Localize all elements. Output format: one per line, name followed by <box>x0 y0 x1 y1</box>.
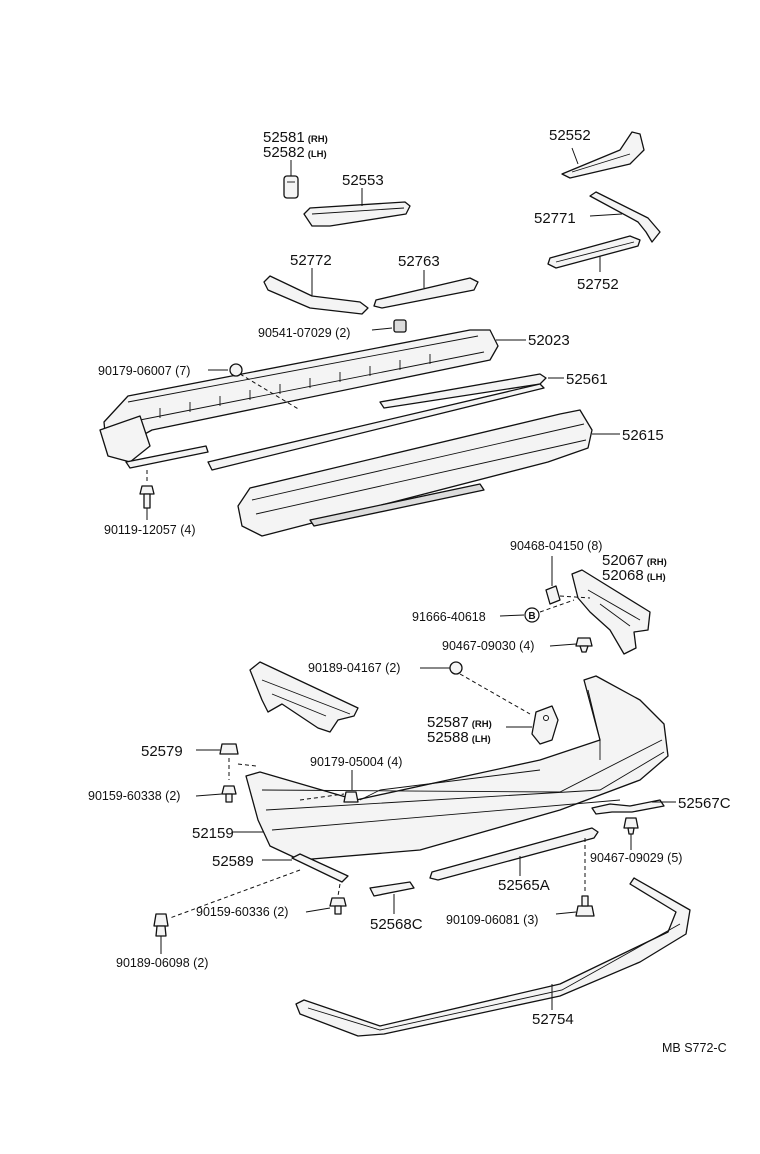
part-52159-bumper <box>245 675 669 861</box>
diagram-code: MB S772-C <box>662 1041 727 1055</box>
label-90109: 90109-06081 (3) <box>446 913 538 927</box>
label-52159: 52159 <box>192 825 234 842</box>
label-90468: 90468-04150 (8) <box>510 539 602 553</box>
leader-52589-dash <box>169 869 301 919</box>
label-52553: 52553 <box>342 172 384 189</box>
label-52588: 52588(LH) <box>427 729 491 746</box>
label-52561: 52561 <box>566 371 608 388</box>
part-52763-strip <box>373 277 479 309</box>
leader-91666-dash <box>539 599 575 613</box>
leader-90189a-dash <box>459 673 531 715</box>
part-90467b-clip <box>623 817 639 835</box>
part-91666-ref-marker: B <box>524 607 540 623</box>
label-52068: 52068(LH) <box>602 567 666 584</box>
label-90467a: 90467-09030 (4) <box>442 639 534 653</box>
part-90159b-bolt <box>329 897 347 915</box>
label-52771: 52771 <box>534 210 576 227</box>
part-52772-molding <box>263 275 369 315</box>
label-52582: 52582(LH) <box>263 144 327 161</box>
part-90189b-clip <box>153 913 169 937</box>
label-90541: 90541-07029 (2) <box>258 326 350 340</box>
label-52754: 52754 <box>532 1011 574 1028</box>
part-52615-cover <box>237 409 593 537</box>
ref-marker-b: B <box>528 611 535 622</box>
part-52581-cap <box>283 175 299 199</box>
leader-90467a <box>549 643 577 647</box>
part-52561-strip <box>379 373 547 409</box>
part-90179a-nut <box>229 363 243 377</box>
label-52763: 52763 <box>398 253 440 270</box>
label-90189b: 90189-06098 (2) <box>116 956 208 970</box>
label-52589: 52589 <box>212 853 254 870</box>
leader-90468-dash <box>559 595 591 599</box>
label-90159a: 90159-60338 (2) <box>88 789 180 803</box>
label-52579: 52579 <box>141 743 183 760</box>
leader-91666 <box>499 614 525 617</box>
part-90119-bolt <box>139 485 155 509</box>
part-52552-corner <box>561 131 645 179</box>
part-90109-bolt <box>575 895 595 917</box>
leader-52579-dash <box>237 763 257 767</box>
part-90189a-nut <box>449 661 463 675</box>
part-52553-molding <box>303 201 411 227</box>
label-52568c: 52568C <box>370 916 423 933</box>
label-90119: 90119-12057 (4) <box>104 523 196 537</box>
label-52772: 52772 <box>290 252 332 269</box>
part-52568c-plate <box>369 881 415 897</box>
leader-90109 <box>555 911 577 915</box>
label-52023: 52023 <box>528 332 570 349</box>
part-52589-plate <box>291 853 349 883</box>
part-52587-bracket <box>531 705 559 745</box>
callout-labels: 52581(RH) 52582(LH) 52553 52552 52771 52… <box>88 127 731 1055</box>
label-52565a: 52565A <box>498 877 550 894</box>
part-90159a-bolt <box>221 785 237 803</box>
part-52579-nut <box>219 743 239 755</box>
part-90541-clip <box>393 319 407 333</box>
label-90189a: 90189-04167 (2) <box>308 661 400 675</box>
label-52567c: 52567C <box>678 795 731 812</box>
leader-90179b-dash <box>299 793 345 801</box>
leader-90179a-dash <box>239 373 301 411</box>
part-90179b-nut <box>343 791 359 803</box>
leader-52552 <box>571 147 579 165</box>
part-left-bracket <box>249 661 359 733</box>
part-52754-molding <box>295 877 691 1037</box>
part-52023-reinforcement <box>99 329 499 463</box>
leader-90541 <box>371 327 393 331</box>
part-52067-bracket <box>571 569 651 655</box>
part-90468-clip <box>545 585 561 605</box>
label-52581: 52581(RH) <box>263 129 328 146</box>
leader-52771 <box>589 213 623 217</box>
label-91666: 91666-40618 <box>412 610 486 624</box>
label-52615: 52615 <box>622 427 664 444</box>
label-52552: 52552 <box>549 127 591 144</box>
label-52587: 52587(RH) <box>427 714 492 731</box>
label-52067: 52067(RH) <box>602 552 667 569</box>
part-90467a-clip <box>575 637 593 653</box>
label-90179b: 90179-05004 (4) <box>310 755 402 769</box>
part-52565a-strip <box>429 827 599 881</box>
leader-90159a <box>195 793 223 797</box>
label-90159b: 90159-60336 (2) <box>196 905 288 919</box>
leader-90159b-dash <box>337 883 341 897</box>
leader-90159b <box>305 907 331 913</box>
part-52771-molding <box>589 191 661 243</box>
label-90179a: 90179-06007 (7) <box>98 364 190 378</box>
label-90467b: 90467-09029 (5) <box>590 851 682 865</box>
label-52752: 52752 <box>577 276 619 293</box>
part-52567c-plate <box>591 799 665 815</box>
